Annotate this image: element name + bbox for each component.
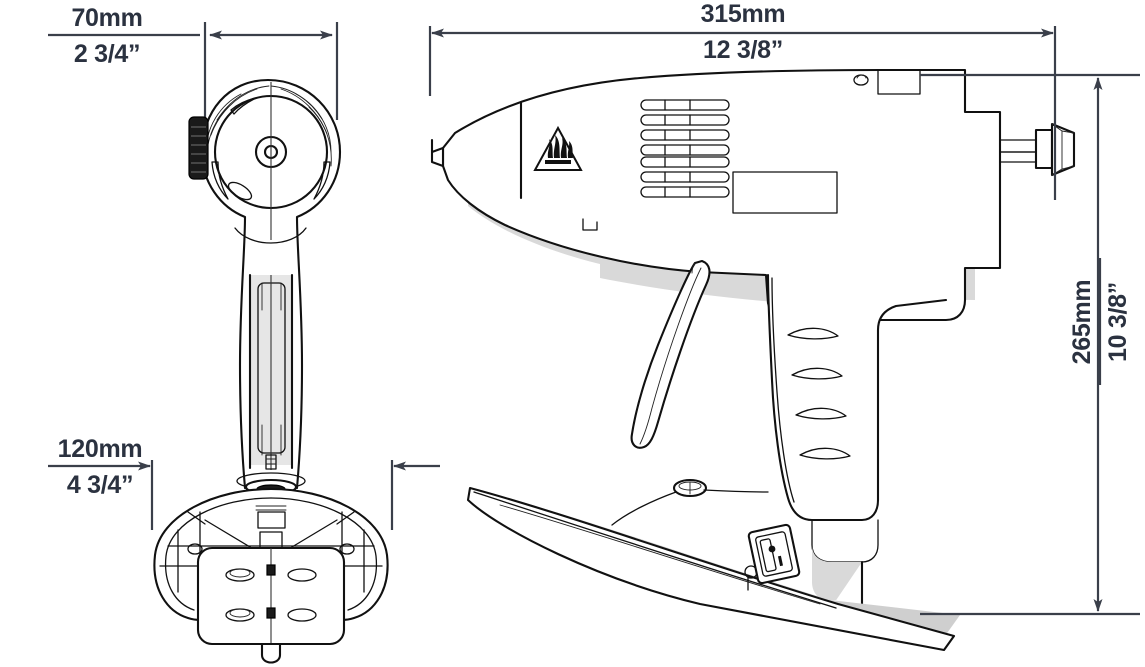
front-stand-base — [153, 487, 389, 664]
grip-ridge — [795, 407, 847, 420]
power-switch-off-marking — [768, 545, 776, 553]
vent-row — [640, 144, 730, 156]
dim-120mm-imperial: 4 3/4” — [67, 471, 133, 499]
rocker-power-switch[interactable] — [747, 523, 801, 585]
vent-group-bottom — [640, 156, 730, 198]
front-width-extension-lines — [203, 22, 339, 120]
side-view — [430, 68, 1076, 652]
front-base-plate — [196, 546, 346, 646]
front-head-slots — [211, 97, 331, 201]
vent-row — [640, 114, 730, 126]
side-label-panel — [732, 171, 838, 214]
stand-pivot-knob[interactable] — [611, 478, 769, 526]
dimension-gun-head-width: 70mm 2 3/4” — [48, 4, 333, 68]
hex-end-cap[interactable] — [999, 122, 1076, 177]
front-view — [153, 22, 389, 664]
nozzle-tip — [430, 146, 445, 168]
trigger-lever[interactable] — [630, 259, 711, 449]
vent-row — [640, 171, 730, 183]
vent-row — [640, 156, 730, 168]
base-plate-hole — [287, 568, 317, 582]
ribbed-thumbwheel-knob[interactable] — [188, 116, 209, 180]
power-switch-on-marking — [777, 555, 783, 567]
fold-out-stand — [466, 486, 960, 652]
front-neck-curve — [234, 227, 307, 244]
dimension-overall-length: 315mm 12 3/8” — [428, 0, 1057, 200]
dim-120mm-metric: 120mm — [58, 435, 143, 463]
hot-surface-warning-icon — [533, 125, 583, 171]
side-rear-step — [853, 69, 1001, 113]
front-handle-column — [248, 273, 294, 470]
dimension-overall-height: 265mm 10 3/8” — [920, 73, 1140, 616]
base-plate-hole — [287, 608, 317, 622]
dim-315mm-metric: 315mm — [701, 0, 786, 28]
grip-ridge — [791, 367, 843, 380]
dim-70mm-metric: 70mm — [71, 4, 142, 32]
vent-row — [640, 186, 730, 198]
grip-ridge — [787, 327, 839, 340]
dim-70mm-imperial: 2 3/4” — [74, 40, 140, 68]
front-base-spur — [260, 642, 282, 664]
grip-ridges — [787, 327, 851, 460]
grip-ridge — [799, 447, 851, 460]
dimension-stand-base-width: 120mm 4 3/4” — [48, 435, 440, 530]
dim-265mm-metric: 265mm — [1068, 280, 1096, 365]
side-underside-notch — [582, 218, 598, 231]
vent-group-top — [640, 99, 730, 156]
vent-row — [640, 99, 730, 111]
side-body-outline — [441, 68, 1002, 322]
vent-row — [640, 129, 730, 141]
dim-315mm-imperial: 12 3/8” — [703, 36, 783, 64]
dim-265mm-imperial: 10 3/8” — [1104, 282, 1132, 362]
